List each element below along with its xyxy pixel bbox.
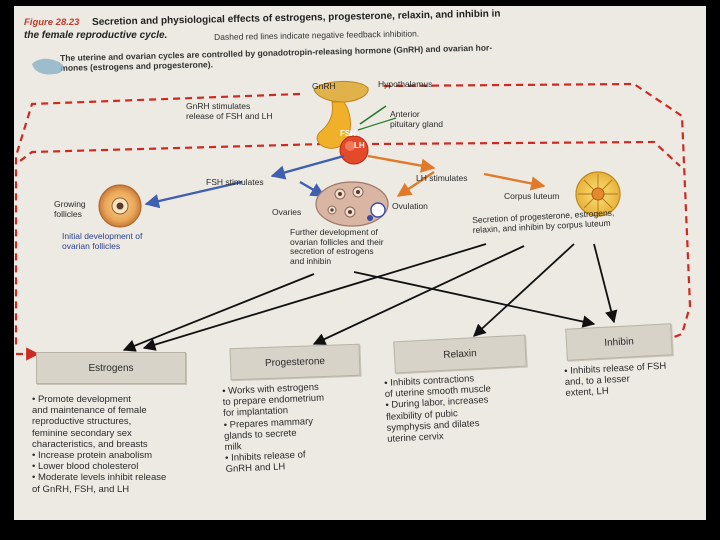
- list-item: • Lower blood cholesterol: [32, 461, 139, 473]
- corpus-luteum-label: Corpus luteum: [504, 191, 560, 201]
- fsh-stimulates-label: FSH stimulates: [206, 177, 264, 187]
- lh-gland-label: LH: [354, 141, 365, 150]
- list-item: reproductive structures,: [32, 416, 132, 428]
- further-development-line-2: ovarian follicles and their: [290, 236, 384, 247]
- ovary-illustration: [315, 181, 389, 227]
- feedback-dashed-line-left: [14, 92, 325, 361]
- further-development-label: Further development of ovarian follicles…: [290, 227, 384, 266]
- anterior-pituitary-line-2: pituitary gland: [390, 118, 443, 129]
- ovaries-label: Ovaries: [272, 207, 302, 217]
- list-item: • Increase protein anabolism: [32, 450, 153, 462]
- growing-follicles-label: Growing follicles: [54, 199, 86, 219]
- list-item: characteristics, and breasts: [32, 438, 148, 450]
- growing-follicle-illustration: [98, 184, 142, 228]
- initial-development-line-2: ovarian follicles: [62, 240, 121, 251]
- diagram-graphics: [14, 58, 692, 361]
- pituitary-gland-illustration: [313, 80, 397, 165]
- textbook-page: Figure 28.23 Secretion and physiological…: [14, 6, 706, 520]
- gnrh-stimulates-line-2: release of FSH and LH: [186, 110, 273, 121]
- gnrh-stimulates-label: GnRH stimulates release of FSH and LH: [186, 101, 273, 121]
- initial-development-label: Initial development of ovarian follicles: [62, 231, 143, 251]
- estrogens-box: Estrogens: [36, 352, 186, 384]
- hypothalamus-label: Hypothalamus: [378, 79, 433, 89]
- brain-icon: [32, 58, 64, 75]
- corpus-luteum-illustration: [575, 171, 621, 217]
- progesterone-box: Progesterone: [229, 343, 361, 381]
- inhibin-effects-list: • Inhibits release of FSH and, to a less…: [564, 361, 668, 400]
- progesterone-effects-list: • Works with estrogens to prepare endome…: [222, 382, 327, 476]
- list-item: and maintenance of female: [32, 405, 147, 417]
- further-development-line-4: and inhibin: [290, 255, 332, 266]
- inhibin-box: Inhibin: [565, 323, 673, 361]
- lh-arrows: [367, 154, 546, 197]
- further-development-line-3: secretion of estrogens: [290, 246, 374, 257]
- ovulation-label: Ovulation: [392, 201, 428, 211]
- figure-label: Figure 28.23: [24, 17, 80, 28]
- further-development-line-1: Further development of: [290, 227, 378, 237]
- lh-stimulates-label: LH stimulates: [416, 173, 468, 183]
- fsh-gland-label: FSH: [340, 129, 356, 138]
- relaxin-effects-list: • Inhibits contractions of uterine smoot…: [384, 372, 494, 445]
- feedback-dashed-line-right: [371, 82, 692, 342]
- anterior-pituitary-label: Anterior pituitary gland: [390, 109, 443, 129]
- growing-follicles-line-1: Growing: [54, 199, 86, 209]
- estrogens-effects-list: • Promote development and maintenance of…: [32, 394, 166, 495]
- initial-development-line-1: Initial development of: [62, 231, 143, 241]
- list-item: • Moderate levels inhibit release: [32, 472, 167, 484]
- anterior-pituitary-line-1: Anterior: [390, 109, 420, 119]
- growing-follicles-line-2: follicles: [54, 208, 82, 219]
- gnrh-label: GnRH: [312, 81, 336, 91]
- gnrh-stimulates-line-1: GnRH stimulates: [186, 101, 251, 111]
- list-item: • Promote development: [32, 394, 131, 405]
- figure-title-continued: the female reproductive cycle.: [24, 30, 168, 41]
- secretion-arrows: [122, 243, 618, 352]
- list-item: feminine secondary sex: [32, 427, 132, 439]
- list-item: of GnRH, FSH, and LH: [32, 483, 130, 495]
